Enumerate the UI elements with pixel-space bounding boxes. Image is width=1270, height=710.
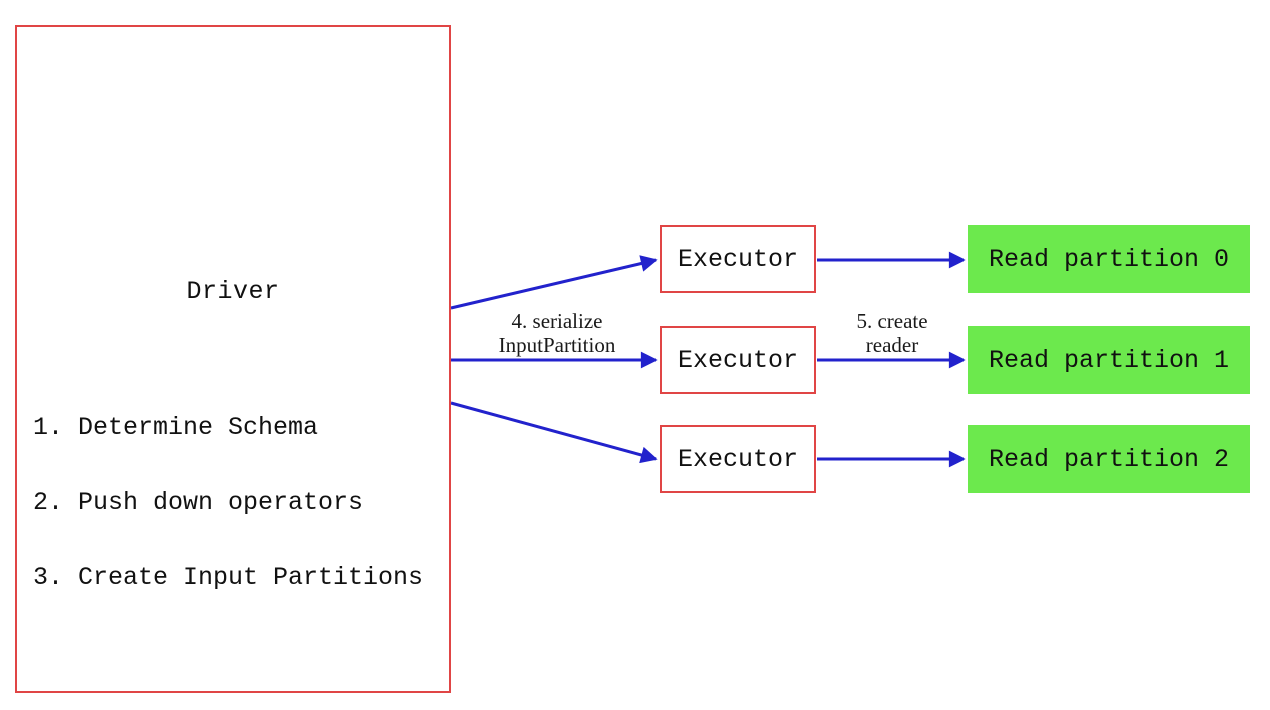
edge-label-serialize-line1: 4. serialize <box>511 309 603 333</box>
edge-label-reader-line2: reader <box>865 333 919 357</box>
driver-step-1: 1. Determine Schema <box>33 413 319 442</box>
edge-label-serialize-line2: InputPartition <box>498 333 616 357</box>
driver-step-2: 2. Push down operators <box>33 488 364 517</box>
read-partition-box-1: Read partition 1 <box>968 326 1250 394</box>
executor-box-2: Executor <box>660 425 816 493</box>
edge-label-create-reader: 5. create reader <box>782 309 1002 357</box>
edge-label-reader-line1: 5. create <box>856 309 928 333</box>
driver-step-3: 3. Create Input Partitions <box>33 563 424 592</box>
driver-steps: 1. Determine Schema 2. Push down operato… <box>33 365 423 640</box>
arrow-driver-to-executor-2 <box>450 401 658 464</box>
driver-box: Driver 1. Determine Schema 2. Push down … <box>15 25 451 693</box>
executor-box-1: Executor <box>660 326 816 394</box>
read-partition-box-2: Read partition 2 <box>968 425 1250 493</box>
arrow-driver-to-executor-0 <box>450 255 658 310</box>
edge-label-serialize-inputpartition: 4. serialize InputPartition <box>447 309 667 357</box>
executor-box-0: Executor <box>660 225 816 293</box>
driver-title: Driver <box>186 277 280 306</box>
read-partition-box-0: Read partition 0 <box>968 225 1250 293</box>
